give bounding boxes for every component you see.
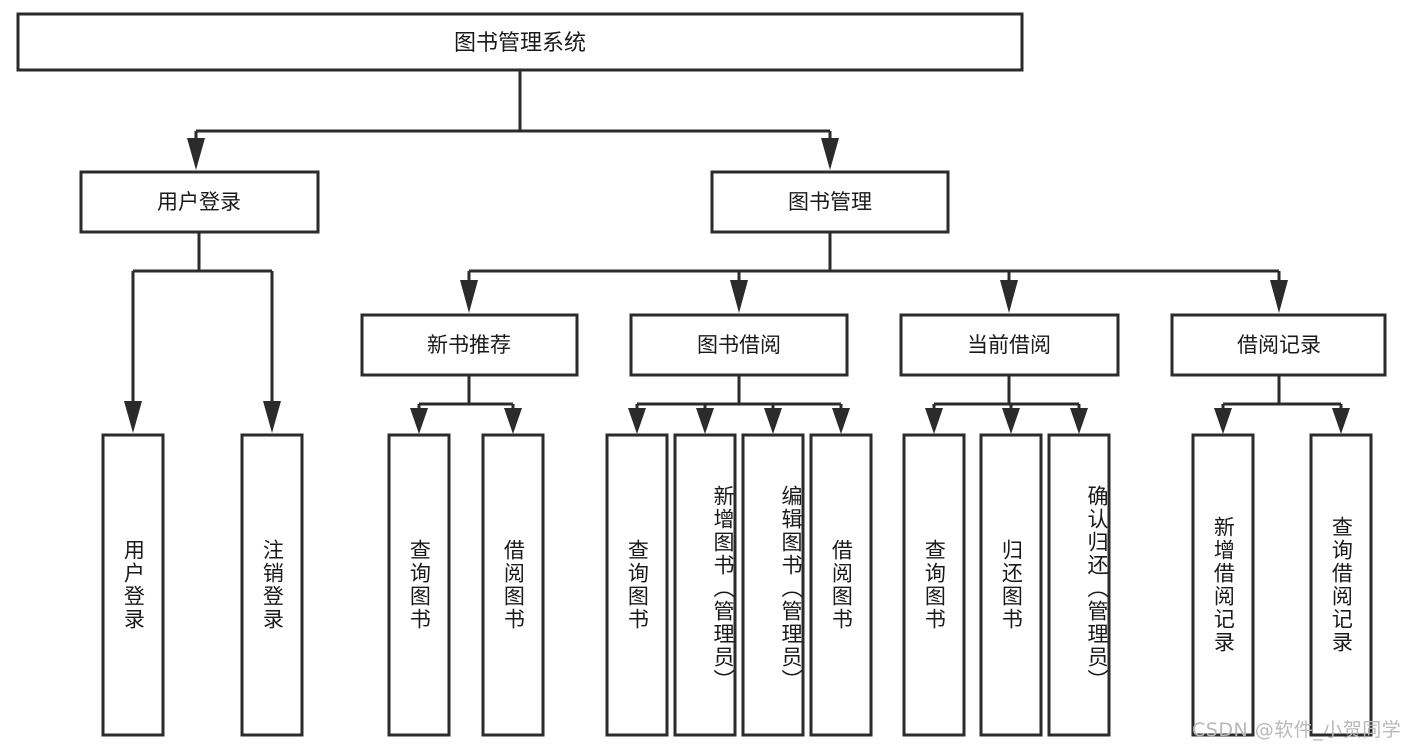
connector-userlogin-to-leaves bbox=[124, 232, 281, 433]
node-label: 借阅记录 bbox=[1237, 333, 1321, 357]
leaf-box-query-book-b[interactable] bbox=[605, 433, 669, 737]
arrow-head-icon bbox=[460, 280, 478, 313]
leaf-box-logout[interactable] bbox=[240, 433, 304, 737]
node-box[interactable] bbox=[360, 313, 579, 377]
arrow-head-icon bbox=[1002, 408, 1020, 434]
arrow-head-icon bbox=[124, 401, 142, 433]
node-box[interactable] bbox=[899, 313, 1120, 377]
arrow-head-icon bbox=[696, 408, 714, 434]
node-root[interactable]: 图书管理系统 bbox=[16, 12, 1024, 72]
arrow-head-icon bbox=[1214, 408, 1232, 434]
node-borrow-record[interactable]: 借阅记录 bbox=[1170, 313, 1387, 377]
node-label: 当前借阅 bbox=[967, 333, 1051, 357]
connector-borrowrecord-to-leaves bbox=[1214, 375, 1350, 434]
leaf-box-add-record[interactable] bbox=[1191, 433, 1255, 737]
node-box[interactable] bbox=[16, 12, 1024, 72]
node-label: 用户登录 bbox=[157, 190, 241, 214]
arrow-head-icon bbox=[1000, 280, 1018, 313]
leaf-box-query-record[interactable] bbox=[1309, 433, 1373, 737]
node-user-login[interactable]: 用户登录 bbox=[79, 170, 320, 234]
node-label: 图书借阅 bbox=[697, 333, 781, 357]
leaf-box-query-book-c[interactable] bbox=[902, 433, 966, 737]
arrow-head-icon bbox=[1070, 408, 1088, 434]
leaf-box-return-book[interactable] bbox=[979, 433, 1043, 737]
node-label: 图书管理 bbox=[788, 190, 872, 214]
leaf-box-user-login[interactable] bbox=[101, 433, 165, 737]
arrow-head-icon bbox=[410, 408, 428, 434]
node-box[interactable] bbox=[1170, 313, 1387, 377]
arrow-head-icon bbox=[628, 408, 646, 434]
node-new-book-recommend[interactable]: 新书推荐 bbox=[360, 313, 579, 377]
arrow-head-icon bbox=[832, 408, 850, 434]
arrow-head-icon bbox=[1332, 408, 1350, 434]
node-label: 图书管理系统 bbox=[454, 31, 586, 56]
leaf-box-confirm-return[interactable] bbox=[1047, 433, 1111, 737]
node-box[interactable] bbox=[629, 313, 849, 377]
arrow-head-icon bbox=[925, 408, 943, 434]
node-box[interactable] bbox=[710, 170, 950, 234]
arrow-head-icon bbox=[263, 401, 281, 433]
connector-root-to-level1 bbox=[187, 70, 839, 170]
node-box[interactable] bbox=[79, 170, 320, 234]
connector-bookborrow-to-leaves bbox=[628, 375, 850, 434]
arrow-head-icon bbox=[821, 138, 839, 170]
node-current-borrow[interactable]: 当前借阅 bbox=[899, 313, 1120, 377]
watermark-text: CSDN @软件_小贺同学 bbox=[1192, 719, 1402, 741]
arrow-head-icon bbox=[764, 408, 782, 434]
leaf-box-query-book-a[interactable] bbox=[387, 433, 451, 737]
node-book-management[interactable]: 图书管理 bbox=[710, 170, 950, 234]
arrow-head-icon bbox=[730, 280, 748, 313]
connector-bookmgmt-to-level2 bbox=[460, 232, 1288, 313]
leaf-box-edit-book[interactable] bbox=[741, 433, 805, 737]
node-label: 新书推荐 bbox=[427, 333, 511, 357]
arrow-head-icon bbox=[504, 408, 522, 434]
leaf-box-add-book[interactable] bbox=[673, 433, 737, 737]
leaf-box-borrow-book-b[interactable] bbox=[809, 433, 873, 737]
leaf-box-borrow-book-a[interactable] bbox=[481, 433, 545, 737]
connector-newbook-to-leaves bbox=[410, 375, 522, 434]
arrow-head-icon bbox=[187, 138, 205, 170]
node-book-borrow[interactable]: 图书借阅 bbox=[629, 313, 849, 377]
arrow-head-icon bbox=[1270, 280, 1288, 313]
connector-currentborrow-to-leaves bbox=[925, 375, 1088, 434]
